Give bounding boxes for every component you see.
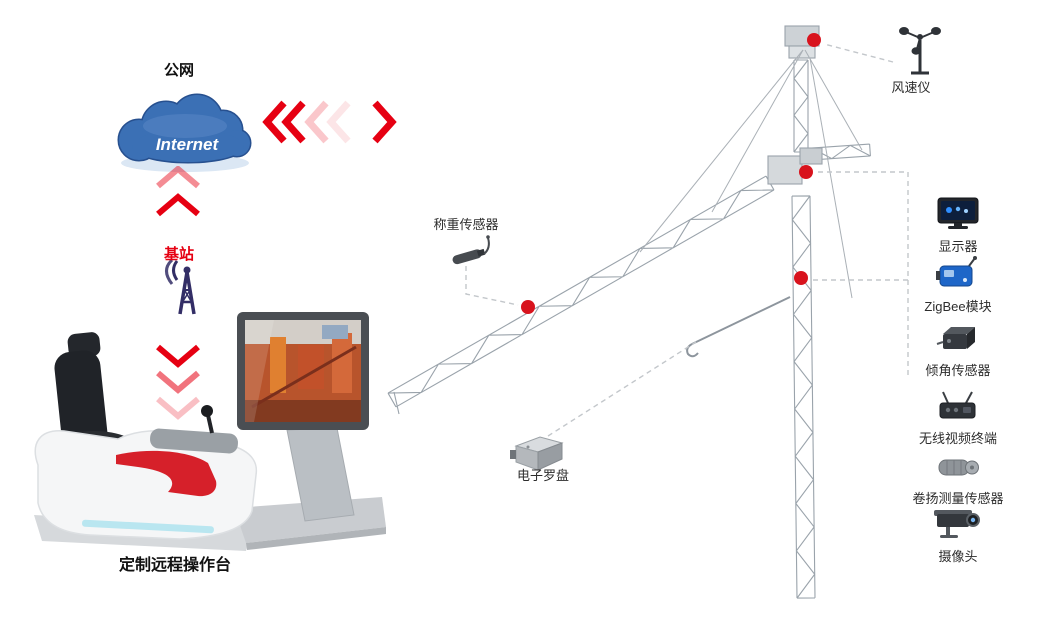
crane-slewing-unit: [767, 147, 823, 185]
tower-head-truss: [793, 59, 809, 153]
connector-lines: [465, 43, 909, 437]
anemometer-label: 风速仪: [891, 80, 931, 95]
console-body: [34, 430, 258, 540]
device-label: 摄像头: [938, 549, 978, 564]
console-label: 定制远程操作台: [118, 557, 231, 574]
device-item-zigbee: ZigBee模块: [902, 256, 1014, 315]
anemometer-icon: [899, 27, 941, 75]
dot-mast: [794, 271, 808, 285]
crane-hook: [686, 296, 791, 358]
hoist-measure-sensor-icon: [938, 459, 979, 476]
weight-sensor-icon: [452, 235, 490, 265]
link-chevrons-base-console: [156, 344, 200, 420]
dot-tower-top: [807, 33, 821, 47]
device-item-display: 显示器: [902, 196, 1014, 255]
mast-truss: [791, 195, 816, 599]
link-chevrons-cloud-base: [156, 166, 200, 217]
connector-anemometer: [823, 43, 894, 63]
camera-icon: [934, 510, 980, 538]
tilt-sensor-icon: [936, 327, 975, 349]
dot-jib: [521, 300, 535, 314]
device-item-wireless-video: 无线视频终端: [902, 390, 1014, 447]
dot-slewing: [799, 165, 813, 179]
console-monitor: [237, 312, 369, 430]
device-label: 倾角传感器: [925, 363, 991, 378]
sensor-location-dots: [521, 33, 821, 314]
tower-crane-illustration: [387, 25, 871, 599]
operator-console-illustration: [34, 312, 386, 551]
console-platform-edge: [246, 527, 386, 550]
connector-right-column: [818, 171, 909, 378]
device-item-camera: 摄像头: [902, 504, 1014, 565]
compass-label: 电子罗盘: [516, 468, 569, 483]
weight-sensor-label: 称重传感器: [433, 217, 499, 232]
device-label: 卷扬测量传感器: [912, 491, 1004, 506]
cloud-internet-text: Internet: [156, 135, 220, 154]
monitor-icon: [937, 197, 979, 229]
console-led-strip: [82, 519, 214, 534]
device-label: 无线视频终端: [918, 431, 997, 446]
jib-end-post: [393, 391, 400, 415]
compass-icon: [510, 436, 564, 471]
connector-compass: [547, 341, 697, 437]
public-network-label: 公网: [163, 62, 194, 79]
device-item-tilt-sensor: 倾角传感器: [902, 322, 1014, 379]
joystick-panel: [150, 405, 238, 454]
crane-tie-rods: [639, 49, 863, 299]
connector-weight-sensor: [465, 266, 519, 306]
wireless-video-terminal-icon: [939, 391, 976, 419]
base-station-antenna-icon: [165, 260, 196, 315]
link-chevrons-horizontal: [262, 100, 397, 144]
internet-cloud: Internet: [117, 93, 252, 172]
counter-jib-truss: [811, 143, 871, 161]
base-station-label: 基站: [163, 246, 194, 263]
device-item-hoist-sensor: 卷扬测量传感器: [902, 450, 1014, 507]
jib-truss: [387, 175, 775, 408]
device-label: 显示器: [938, 239, 978, 254]
zigbee-module-icon: [936, 256, 977, 287]
monitor-screen: [245, 320, 361, 422]
console-red-accent: [116, 450, 217, 497]
device-label: ZigBee模块: [924, 299, 992, 314]
